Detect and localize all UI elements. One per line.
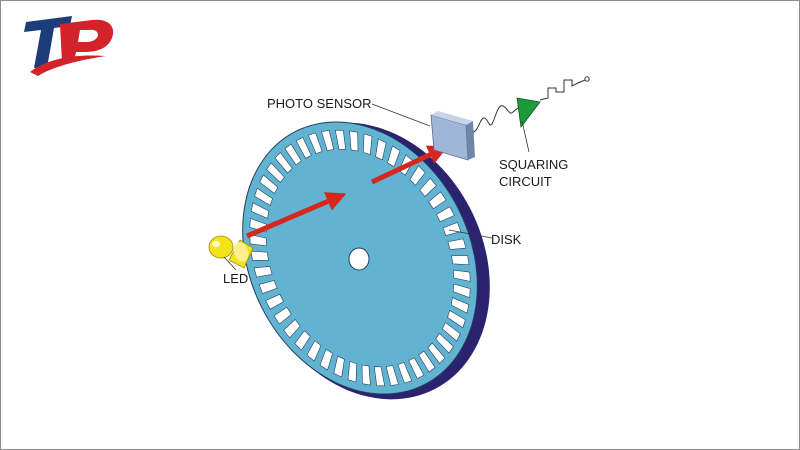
disk-slot xyxy=(447,310,466,329)
beam-arrow-2 xyxy=(370,145,449,185)
disk-slot xyxy=(319,348,333,371)
leader-led xyxy=(223,256,237,271)
disk-slot xyxy=(428,191,447,210)
disk-slot xyxy=(385,365,399,386)
disk-slot xyxy=(283,319,301,339)
disk-slot xyxy=(274,152,293,174)
disk-slot xyxy=(333,355,345,378)
disk-slot xyxy=(387,145,401,168)
label-squaring-circuit-line1: SQUARING xyxy=(499,157,568,172)
disk-slot xyxy=(361,364,371,386)
disk-slot xyxy=(254,187,273,206)
disk-slot xyxy=(409,165,426,186)
disk-slot xyxy=(321,130,335,151)
logo-letter-p xyxy=(60,19,114,62)
disk-slot xyxy=(363,133,373,155)
sensor-output-wave xyxy=(472,105,519,133)
output-terminal xyxy=(584,76,590,82)
disk-slot xyxy=(408,357,425,380)
leader-squaring-circuit xyxy=(521,120,530,153)
disk-slot xyxy=(259,174,279,194)
disk-slot xyxy=(397,362,413,384)
leader-disk xyxy=(448,229,493,239)
led xyxy=(208,235,254,269)
disk-slot xyxy=(441,322,461,342)
square-wave-output xyxy=(539,79,586,101)
disk-slot xyxy=(447,238,467,250)
beam-arrow-1 xyxy=(246,192,347,239)
disk-slot xyxy=(334,129,347,150)
disk-slot xyxy=(253,266,273,278)
disk xyxy=(242,121,490,400)
logo-swoosh xyxy=(30,55,106,76)
photo-sensor xyxy=(430,111,475,161)
light-beam xyxy=(246,145,449,239)
disk-center-hole xyxy=(348,247,370,271)
label-squaring-circuit-line2: CIRCUIT xyxy=(499,174,552,189)
disk-slots xyxy=(249,129,471,387)
disk-slot xyxy=(349,130,359,152)
disk-slot xyxy=(451,255,470,266)
disk-slot xyxy=(419,177,437,197)
disk-slot xyxy=(373,366,386,387)
label-photo-sensor: PHOTO SENSOR xyxy=(267,96,372,111)
disk-slot xyxy=(435,332,454,354)
disk-slot xyxy=(442,222,462,236)
label-disk: DISK xyxy=(491,232,522,247)
brand-logo: TP xyxy=(24,16,114,76)
disk-slot xyxy=(295,136,312,159)
disk-slot xyxy=(452,283,471,299)
disk-slot xyxy=(427,342,446,364)
disk-slot xyxy=(347,361,357,383)
disk-slot xyxy=(250,202,270,219)
disk-slot xyxy=(294,330,311,351)
disk-slot xyxy=(375,138,387,161)
disk-slot xyxy=(273,306,292,325)
disk-slot xyxy=(453,269,471,282)
disk-slot xyxy=(266,162,285,184)
disk-slot xyxy=(450,297,470,314)
disk-slot xyxy=(418,350,436,373)
disk-slot xyxy=(436,206,455,223)
disk-slot xyxy=(258,280,278,294)
disk-slot xyxy=(284,143,302,166)
disk-slot xyxy=(265,293,284,310)
disk-slot xyxy=(307,132,323,154)
label-led: LED xyxy=(223,271,248,286)
leader-photo-sensor xyxy=(371,103,431,127)
disk-slot xyxy=(306,340,322,362)
disk-slot xyxy=(250,250,269,261)
logo-letter-t xyxy=(24,16,72,68)
squaring-circuit-amplifier xyxy=(516,97,541,129)
